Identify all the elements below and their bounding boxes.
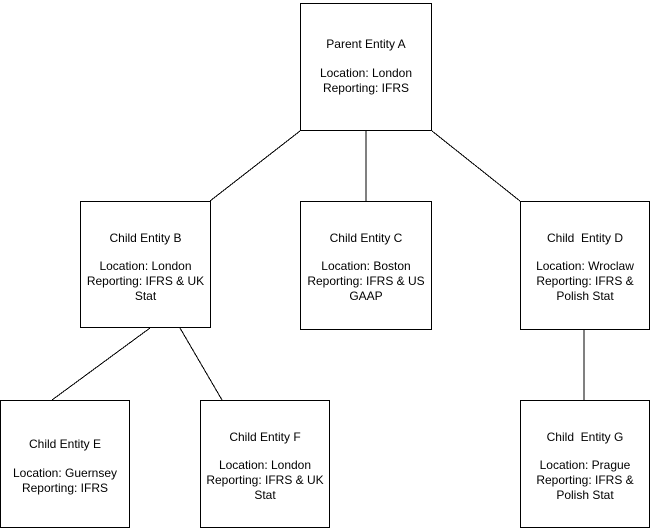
child-entity-b-title: Child Entity B: [109, 231, 182, 245]
child-entity-g-location: Location: Prague: [539, 458, 631, 472]
child-entity-b-location: Location: London: [99, 259, 192, 273]
child-entity-e-reporting: Reporting: IFRS: [21, 481, 109, 495]
child-entity-c-reporting: Reporting: IFRS & US GAAP: [307, 274, 429, 303]
edge-a-to-d: [431, 130, 521, 202]
child-entity-c-location: Location: Boston: [321, 259, 411, 273]
child-entity-e-location: Location: Guernsey: [12, 466, 118, 480]
edge-a-to-b: [209, 130, 301, 202]
edge-b-to-f: [179, 327, 223, 401]
child-entity-g-reporting: Reporting: IFRS & Polish Stat: [536, 473, 638, 502]
child-entity-c-title: Child Entity C: [329, 231, 403, 245]
parent-entity-a-title: Parent Entity A: [326, 37, 406, 51]
child-entity-d-reporting: Reporting: IFRS & Polish Stat: [536, 274, 638, 303]
child-entity-f-location: Location: London: [218, 458, 312, 472]
child-entity-e-title: Child Entity E: [28, 437, 102, 451]
child-entity-f-title: Child Entity F: [229, 430, 301, 444]
child-entity-f-reporting: Reporting: IFRS & UK Stat: [206, 473, 328, 502]
edge-b-to-e: [51, 327, 151, 401]
parent-entity-a-location: Location: London: [319, 66, 413, 80]
child-entity-b-reporting: Reporting: IFRS & UK Stat: [86, 274, 208, 303]
parent-entity-a-reporting: Reporting: IFRS: [322, 81, 410, 95]
child-entity-d-title: Child Entity D: [546, 231, 624, 245]
child-entity-g-title: Child Entity G: [546, 430, 624, 444]
child-entity-d-location: Location: Wroclaw: [536, 259, 634, 273]
